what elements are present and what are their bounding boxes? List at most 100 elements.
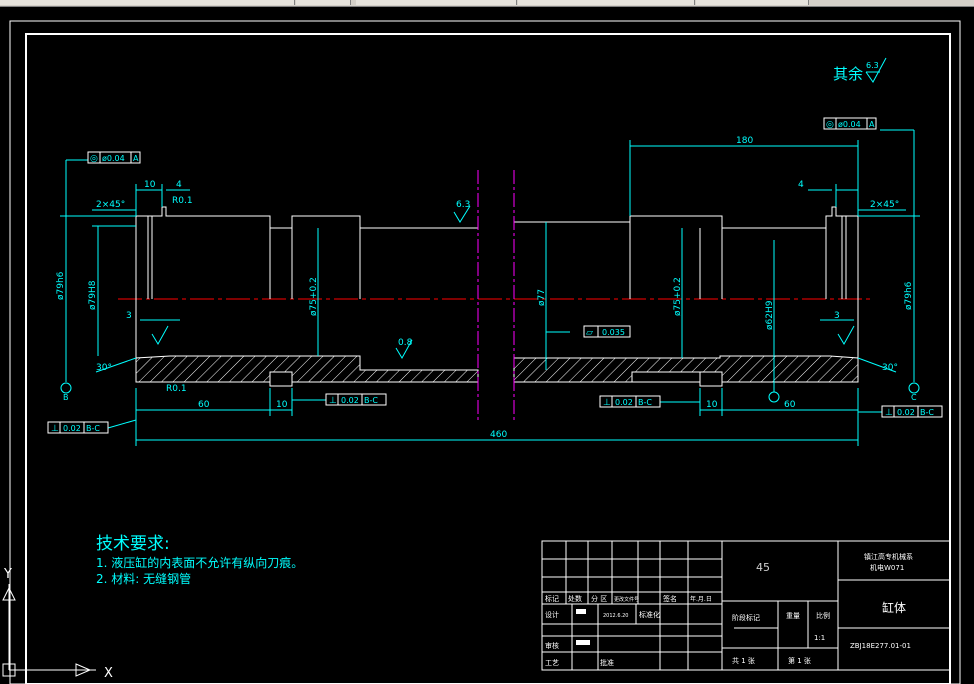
dim-center-diam: ø77 (537, 289, 547, 306)
tb-weight: 重量 (786, 612, 800, 620)
designer-signature (576, 609, 586, 614)
title-block-texts: 45 镇江高专机械系 机电W071 缸体 ZBJ18E277.01-01 标记 … (545, 552, 913, 667)
svg-text:0.02: 0.02 (897, 408, 915, 417)
svg-text:ø0.04: ø0.04 (102, 154, 125, 163)
tol-frame-mid-right: ⊥ 0.02 B-C (599, 395, 661, 408)
dim-right-span: 180 (736, 136, 753, 146)
dimension-texts: 460 180 60 60 10 10 10 4 4 2×45° 2×45° R… (56, 136, 917, 440)
reviewer-signature (576, 640, 590, 645)
svg-text:◎: ◎ (826, 120, 834, 130)
tb-process: 工艺 (545, 659, 559, 667)
svg-text:ø0.04: ø0.04 (838, 120, 861, 129)
finish-symbols (151, 205, 855, 359)
svg-text:⊥: ⊥ (329, 396, 337, 406)
tb-sheet-no: 第 1 张 (788, 656, 811, 665)
svg-text:⊥: ⊥ (51, 424, 59, 434)
ucs-icon[interactable] (2, 584, 96, 677)
tb-label-date: 年.月.日 (690, 595, 712, 603)
tb-check: 审核 (545, 641, 559, 650)
dim-right-diam-inner: ø62H9 (765, 300, 775, 330)
tol-frame-left-top: ◎ ø0.04 A (87, 151, 141, 164)
part-upper-outline (135, 206, 859, 299)
tech-req-item-2: 2. 材料: 无缝钢管 (96, 571, 191, 586)
svg-text:0.02: 0.02 (615, 398, 633, 407)
dim-right-groove-depth: 4 (798, 180, 804, 190)
dim-left-chamfer: 2×45° (96, 200, 125, 210)
tb-label-count: 处数 (568, 594, 582, 603)
dim-datum-left: B (63, 393, 69, 402)
tb-stage: 阶段标记 (732, 613, 760, 622)
dim-datum-right: C (911, 393, 917, 402)
svg-text:▱: ▱ (586, 328, 593, 338)
svg-text:A: A (133, 154, 139, 163)
dim-left-diam-mid: ø75+0.2 (309, 277, 319, 316)
dim-left-top-width: 10 (144, 180, 156, 190)
surface-finish-note: 其余 6.3 (833, 57, 887, 83)
tb-design: 设计 (545, 610, 559, 619)
toolbar-segment[interactable] (296, 0, 351, 5)
sheet-outer-border (9, 20, 961, 684)
finish-prefix: 其余 (833, 65, 863, 83)
toolbar-segment[interactable] (518, 0, 695, 5)
tb-label-mark: 标记 (545, 594, 559, 603)
svg-text:0.02: 0.02 (341, 396, 359, 405)
tb-school: 镇江高专机械系 (864, 552, 913, 561)
part-lower-section (135, 299, 859, 387)
tb-date: 2012.6.20 (603, 613, 628, 619)
tb-sheet-total: 共 1 张 (732, 656, 755, 665)
dim-right-chamfer: 2×45° (870, 200, 899, 210)
dim-left-diam-inner: ø79H8 (88, 280, 98, 310)
svg-text:0.035: 0.035 (602, 328, 625, 337)
dim-right-step: 60 (784, 400, 796, 410)
tech-req-item-1: 1. 液压缸的内表面不允许有纵向刀痕。 (96, 555, 303, 570)
tb-scale: 比例 (816, 611, 830, 620)
dim-left-small-3: 3 (126, 311, 132, 321)
tb-approve: 批准 (600, 658, 614, 667)
svg-text:B-C: B-C (920, 408, 934, 417)
toolbar-segment[interactable] (696, 0, 809, 5)
cad-drawing-canvas[interactable]: 其余 6.3 (0, 6, 974, 684)
toolbar-segment[interactable] (356, 0, 517, 5)
tb-label-change: 更改文件号 (614, 596, 639, 603)
svg-text:A: A (869, 120, 875, 129)
dim-right-angle: 30° (882, 363, 898, 373)
break-lines (477, 170, 515, 420)
svg-text:⊥: ⊥ (603, 398, 611, 408)
tol-frame-right-top: ◎ ø0.04 A (823, 117, 877, 130)
tb-part-name: 缸体 (882, 600, 906, 615)
dim-right-small-3: 3 (834, 311, 840, 321)
tol-frame-center-flatness: ▱ 0.035 (583, 325, 631, 338)
dim-right-diam-outer: ø79h6 (904, 281, 914, 310)
ucs-y-label: Y (3, 567, 12, 582)
tb-label-zone: 分 区 (591, 594, 607, 603)
svg-text:0.02: 0.02 (63, 424, 81, 433)
svg-text:B-C: B-C (86, 424, 100, 433)
dim-overall-length: 460 (490, 430, 507, 440)
datum-markers (60, 382, 920, 403)
dim-left-angle: 30° (96, 363, 112, 373)
toolbar-segment[interactable] (0, 0, 295, 5)
dim-left-radius-bottom: R0.1 (166, 384, 187, 394)
dim-left-radius: R0.1 (172, 196, 193, 206)
sheet-inner-border (25, 33, 951, 684)
dim-right-diam-mid: ø75+0.2 (673, 277, 683, 316)
finish-value: 6.3 (866, 61, 879, 70)
dimension-lines (60, 129, 920, 446)
title-block (541, 540, 951, 671)
tb-material: 45 (756, 561, 770, 574)
svg-text:B-C: B-C (638, 398, 652, 407)
ucs-x-label: X (104, 666, 113, 681)
dim-left-groove: 10 (276, 400, 288, 410)
toolbar-strip (0, 0, 974, 7)
tol-frame-right-bottom: ⊥ 0.02 B-C (881, 405, 943, 418)
tb-class: 机电W071 (870, 563, 904, 572)
dim-left-step: 60 (198, 400, 210, 410)
technical-requirements: 技术要求: 1. 液压缸的内表面不允许有纵向刀痕。 2. 材料: 无缝钢管 (96, 534, 303, 586)
svg-text:◎: ◎ (90, 154, 98, 164)
svg-text:B-C: B-C (364, 396, 378, 405)
dim-left-diam-outer: ø79h6 (56, 271, 66, 300)
tol-frame-left-bottom: ⊥ 0.02 B-C (47, 421, 109, 434)
tb-drawing-no: ZBJ18E277.01-01 (850, 642, 911, 650)
dim-right-groove: 10 (706, 400, 718, 410)
dim-finish-left: 6.3 (456, 200, 470, 210)
